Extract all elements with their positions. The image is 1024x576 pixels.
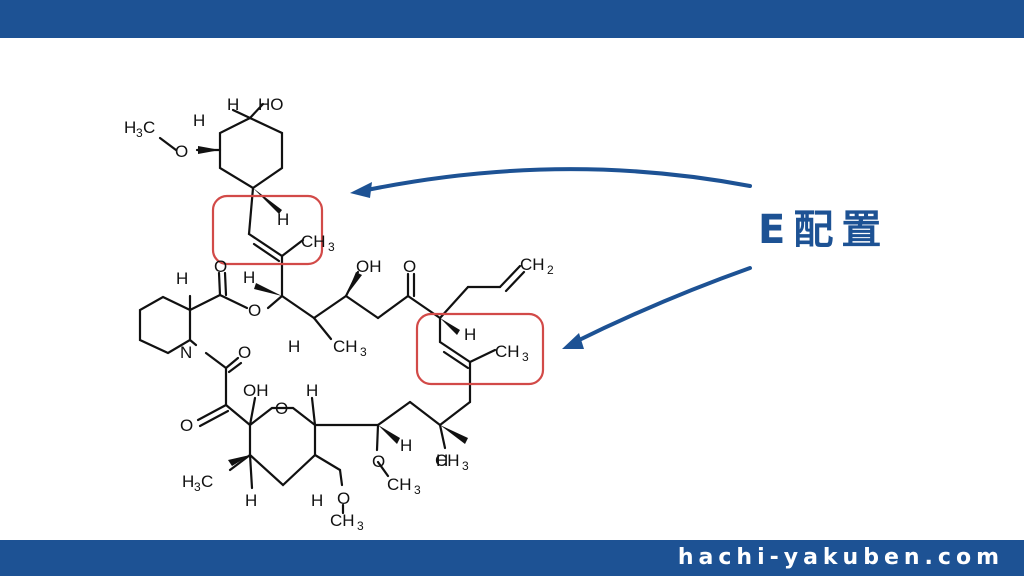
atom-labels: HO H H H 3 C O H CH 3 H O O H OH O CH 2 …: [124, 95, 554, 533]
atom-n-pip: N: [180, 343, 192, 362]
atom-o-ester: O: [248, 301, 261, 320]
atom-ch3-vinyl1: CH: [301, 232, 326, 251]
atom-h-ring: H: [306, 381, 318, 400]
atom-o-ester-carbonyl: O: [214, 257, 227, 276]
atom-ch3-lower-ome-sub: 3: [414, 483, 421, 497]
atom-ch3-mid: CH: [333, 337, 358, 356]
arrowhead-upper: [350, 182, 372, 198]
arrowhead-lower: [562, 333, 584, 349]
atom-h3c-bottom-h: H: [182, 472, 194, 491]
atom-h-ch3-lower: H: [436, 451, 448, 470]
atom-h-methoxy: H: [193, 111, 205, 130]
bottom-banner: hachi-yakuben.com: [0, 540, 1024, 576]
atom-h3c-methoxy-c: C: [143, 118, 155, 137]
atom-ch3-bottom-sub: 3: [357, 519, 364, 533]
atom-h3c-methoxy-sub: 3: [136, 126, 143, 140]
callout-arrows: [360, 167, 752, 345]
atom-ch3-vinyl2-sub: 3: [522, 350, 529, 364]
atom-o-lower: O: [372, 452, 385, 471]
atom-ch3-lower-ome: CH: [387, 475, 412, 494]
atom-oh-hemi: OH: [243, 381, 269, 400]
atom-o-amide: O: [238, 343, 251, 362]
atom-o-ring: O: [275, 399, 288, 418]
e-alkene-box-lower: [415, 312, 545, 386]
atom-ch3-bottom: CH: [330, 511, 355, 530]
e-configuration-label: E配置: [758, 207, 890, 253]
atom-h-c-ester: H: [243, 268, 255, 287]
atom-h-top: H: [227, 95, 239, 114]
atom-h-bottom-right: H: [311, 491, 323, 510]
atom-ch2-allyl: CH: [520, 255, 545, 274]
atom-o-ketone: O: [403, 257, 416, 276]
stereo-wedges: [198, 146, 468, 466]
atom-h-pip: H: [176, 269, 188, 288]
atom-h-c-ome: H: [400, 436, 412, 455]
atom-h3c-methoxy-h: H: [124, 118, 136, 137]
atom-o-bottom: O: [337, 489, 350, 508]
atom-h-vinyl2: H: [464, 325, 476, 344]
atom-ho-top: HO: [258, 95, 284, 114]
arrow-to-lower-alkene: [571, 266, 752, 345]
atom-h-vinyl1: H: [277, 210, 289, 229]
atom-o-methoxy: O: [175, 142, 188, 161]
atom-oh-mid: OH: [356, 257, 382, 276]
top-banner: [0, 0, 1024, 38]
atom-ch2-allyl-sub: 2: [547, 263, 554, 277]
bond-lines: [138, 102, 526, 515]
atom-h3c-bottom-c: C: [201, 472, 213, 491]
atom-ch3-mid-sub: 3: [360, 345, 367, 359]
atom-ch3-lower: CH: [435, 451, 460, 470]
atom-h3c-bottom-sub: 3: [194, 480, 201, 494]
atom-ch3-vinyl2: CH: [495, 342, 520, 361]
atom-ch3-vinyl1-sub: 3: [328, 240, 335, 254]
atom-o-oxalyl: O: [180, 416, 193, 435]
atom-ch3-lower-sub: 3: [462, 459, 469, 473]
site-url[interactable]: hachi-yakuben.com: [677, 545, 1004, 570]
atom-h-bottom: H: [245, 491, 257, 510]
arrow-to-upper-alkene: [360, 167, 752, 193]
atom-h-ch3-mid: H: [288, 337, 300, 356]
highlight-boxes: [211, 194, 545, 386]
e-alkene-box-upper: [211, 194, 324, 266]
